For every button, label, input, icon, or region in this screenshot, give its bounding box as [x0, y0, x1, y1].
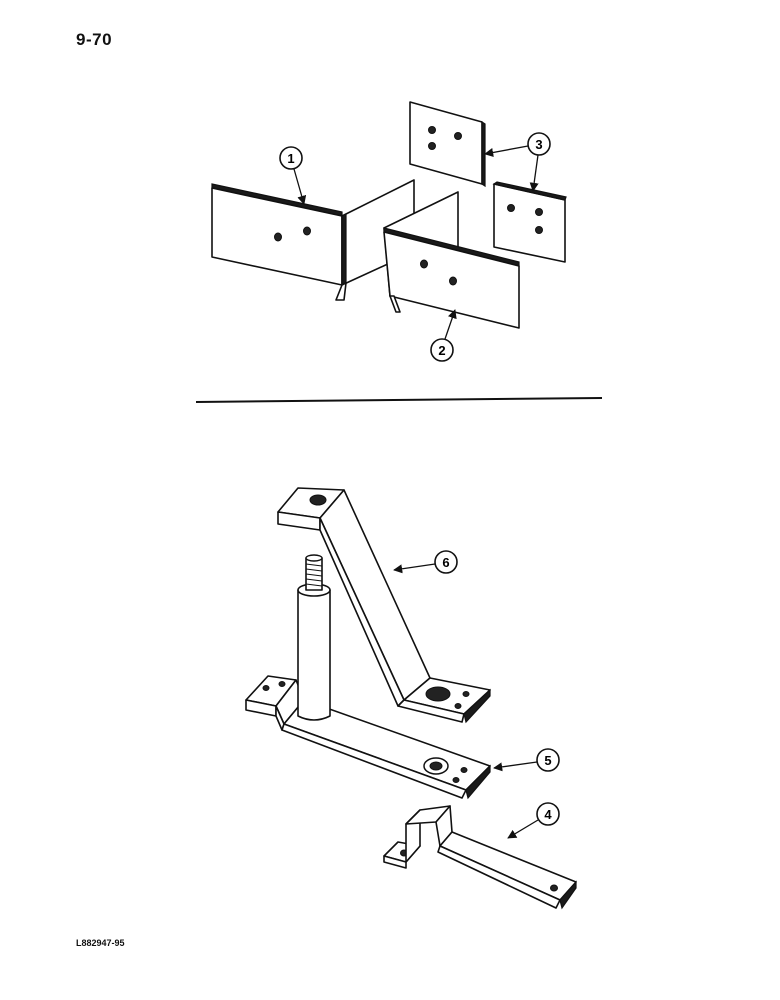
svg-text:2: 2	[438, 343, 445, 358]
hole-icon	[535, 226, 543, 234]
hole-icon	[262, 685, 270, 691]
hole-icon	[428, 142, 436, 150]
hole-icon	[428, 126, 436, 134]
hole-icon	[460, 767, 468, 773]
hole-icon	[425, 686, 451, 702]
figure-code: L882947-95	[76, 938, 125, 948]
svg-text:6: 6	[442, 555, 449, 570]
callout-3: 3	[484, 132, 551, 192]
part-1-angle-bracket	[211, 179, 415, 301]
callout-1: 1	[279, 146, 307, 205]
hole-icon	[507, 204, 515, 212]
part-2-angle-bracket	[383, 191, 520, 329]
callout-4: 4	[507, 802, 560, 839]
section-divider	[195, 397, 603, 403]
svg-text:3: 3	[535, 137, 542, 152]
hole-icon	[550, 884, 558, 892]
page-number: 9-70	[76, 30, 113, 49]
callout-2: 2	[430, 309, 457, 362]
hole-icon	[309, 494, 327, 506]
svg-text:4: 4	[544, 807, 552, 822]
svg-text:1: 1	[287, 151, 294, 166]
part-4-strap-bracket	[383, 805, 577, 910]
hole-icon	[274, 232, 282, 242]
part-3-shim-plates	[409, 101, 567, 263]
callout-6: 6	[393, 550, 458, 574]
hole-icon	[462, 691, 470, 697]
hole-icon	[535, 208, 543, 216]
hole-icon	[454, 703, 462, 709]
svg-text:5: 5	[544, 753, 551, 768]
hole-icon	[454, 132, 462, 140]
hole-icon	[278, 681, 286, 687]
hole-icon	[449, 276, 457, 286]
part-5-mounting-bracket	[245, 554, 491, 800]
hole-icon	[420, 259, 428, 269]
part-6-offset-bracket	[277, 487, 491, 724]
hole-icon	[452, 777, 460, 783]
bushing-icon	[429, 761, 443, 771]
hole-icon	[303, 226, 311, 236]
callout-5: 5	[493, 748, 560, 772]
